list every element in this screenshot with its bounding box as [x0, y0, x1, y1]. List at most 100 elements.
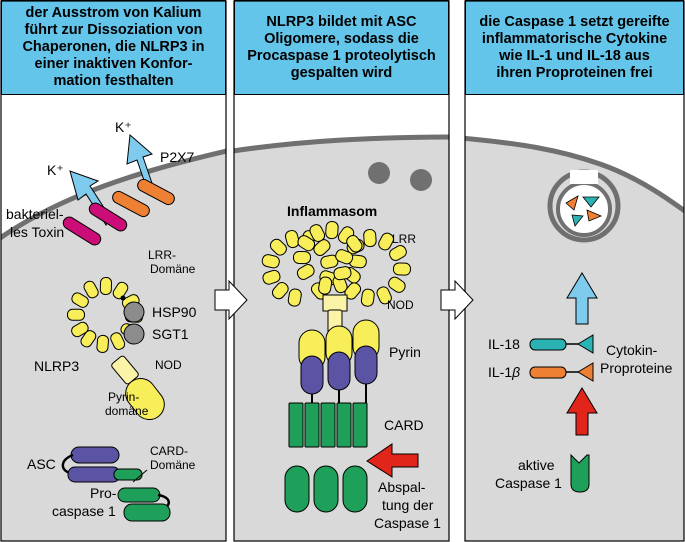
panel-3-header-line-1: die Caspase 1 setzt gereifte — [479, 13, 670, 30]
secreted-cytokine-4 — [571, 214, 584, 227]
lrr-repeat — [297, 235, 316, 252]
toxin-label-line-2: les Toxin — [10, 224, 64, 240]
cleavage-label-line-3: Caspase 1 — [374, 515, 441, 531]
lrr-repeat — [318, 276, 333, 295]
panel-1-header-line-2: führt zur Dissoziation von — [24, 22, 203, 38]
pyrin-domain-label-line-2: domäne — [105, 404, 149, 418]
secreted-cytokine-2 — [582, 196, 600, 208]
lrr-repeat — [96, 334, 109, 353]
panel-3-cell — [465, 95, 684, 541]
lrr-repeat — [271, 282, 289, 300]
panel-3-header-line-2: inflammatorische Cytokine — [481, 30, 668, 47]
secreted-cytokine-3 — [586, 209, 603, 222]
panel-1-header: der Ausstrom von Kalium führt zur Dissoz… — [1, 0, 226, 95]
card-domain-label-line-1: CARD- — [150, 444, 188, 458]
p2x7-label: P2X7 — [160, 149, 194, 165]
lrr-repeat — [262, 269, 281, 285]
sgt1-chaperone — [123, 323, 145, 345]
lrr-repeat — [284, 229, 300, 249]
procaspase-label-line-1: Pro- — [90, 485, 117, 501]
lrr-marker-dot — [120, 295, 126, 301]
panel-2-header-line-4: gespalten wird — [290, 64, 393, 81]
cleaved-caspase-1 — [284, 465, 310, 513]
lrr-repeat — [80, 330, 97, 348]
panel-1-header-line-4: einer inaktiven Konfor- — [34, 56, 193, 72]
secretion-arrow — [566, 272, 598, 325]
procaspase-1-card — [117, 487, 161, 503]
active-caspase-label-line-1: aktive — [518, 457, 555, 473]
lrr-repeat — [292, 250, 312, 265]
asc-pyd — [70, 446, 120, 464]
panel-1-header-line-3: Chaperonen, die NLRP3 in — [22, 39, 205, 55]
cleavage-label-line-1: Abspal- — [378, 479, 426, 495]
lrr-repeat — [99, 277, 113, 296]
gray-particle-1 — [368, 162, 390, 184]
panel-3-header: die Caspase 1 setzt gereifte inflammator… — [465, 0, 684, 95]
toxin-pore-right — [88, 202, 128, 232]
pyrin-domain-label-line-1: Pyrin- — [108, 390, 139, 404]
panel-2-border — [233, 0, 450, 542]
asc-stack-1 — [298, 329, 326, 408]
gray-particle-2 — [410, 169, 432, 191]
lrr-repeat — [363, 229, 377, 248]
il1b-label: IL-1β — [488, 364, 520, 380]
il1b-label-prefix: IL-1 — [488, 364, 512, 380]
panel-1-header-line-5: mation festhalten — [53, 73, 174, 89]
lrr-repeat — [325, 221, 339, 240]
lrr-repeat — [333, 266, 352, 281]
active-caspase-label-line-2: Caspase 1 — [495, 475, 562, 491]
card-domain-label-line-2: Domäne — [150, 458, 196, 472]
panel-1-header-line-1: der Ausstrom von Kalium — [25, 5, 202, 21]
nlrp3-label: NLRP3 — [34, 358, 79, 374]
il1b-proprotein-body — [529, 366, 567, 379]
lrr-repeat — [309, 224, 326, 242]
inflammasome-nod-upper — [322, 294, 348, 312]
lrr-repeat — [296, 264, 315, 280]
panel-2-header-line-1: NLRP3 bildet mit ASC — [266, 13, 417, 30]
lrr-repeat — [392, 262, 411, 276]
toxin-label-line-1: bakteriel- — [6, 206, 64, 222]
lrr-repeat — [376, 286, 392, 305]
lrr-repeat — [378, 232, 394, 251]
cleaved-caspase-3 — [342, 465, 368, 513]
lrr-repeat — [71, 321, 89, 338]
lrr-repeat — [83, 280, 99, 299]
il18-proprotein-body — [529, 338, 567, 351]
lrr-domain-label-line-1: LRR- — [148, 248, 176, 262]
lrr-repeat — [335, 249, 354, 265]
nod-label-2: NOD — [387, 298, 414, 312]
inflammasome-title: Inflammasom — [287, 203, 377, 219]
panel-cytokine-release: die Caspase 1 setzt gereifte inflammator… — [465, 0, 684, 542]
asc-stack-2 — [325, 325, 353, 408]
asc-stack-3 — [352, 319, 380, 408]
p2x7-channel-left — [112, 190, 150, 218]
lrr-repeat — [71, 292, 89, 308]
k-plus-label-1: K⁺ — [47, 162, 64, 178]
cleaved-caspase-2 — [313, 465, 339, 513]
il1b-proprotein-head — [577, 362, 594, 382]
lrr-repeat — [110, 332, 126, 350]
lrr-repeat — [388, 276, 406, 293]
lrr-repeat — [261, 254, 280, 269]
panel-potassium-efflux: der Ausstrom von Kalium führt zur Dissoz… — [1, 0, 226, 542]
panel-2-header-line-2: Oligomere, sodass die — [264, 30, 419, 47]
nod-label-1: NOD — [155, 358, 182, 372]
panel-1-border — [0, 0, 227, 542]
lrr-repeat — [66, 308, 86, 321]
lrr-repeat — [269, 238, 287, 256]
cytokine-label-line-1: Cytokin- — [606, 342, 658, 358]
active-caspase-1 — [570, 453, 590, 493]
card-filaments — [288, 402, 368, 448]
lrr-repeat — [112, 281, 129, 300]
asc-label: ASC — [27, 456, 56, 472]
procaspase-label-line-2: caspase 1 — [52, 503, 116, 519]
p2x7-channel-right — [137, 178, 175, 206]
cleavage-arrow — [366, 443, 419, 478]
procaspase-1-body — [123, 503, 171, 522]
lrr-repeat — [360, 288, 375, 307]
inflammasome-lrr-rings — [261, 221, 411, 307]
lrr-repeat — [313, 239, 331, 256]
k-plus-label-2: K⁺ — [115, 119, 132, 135]
panel-2-header: NLRP3 bildet mit ASC Oligomere, sodass d… — [234, 0, 449, 95]
